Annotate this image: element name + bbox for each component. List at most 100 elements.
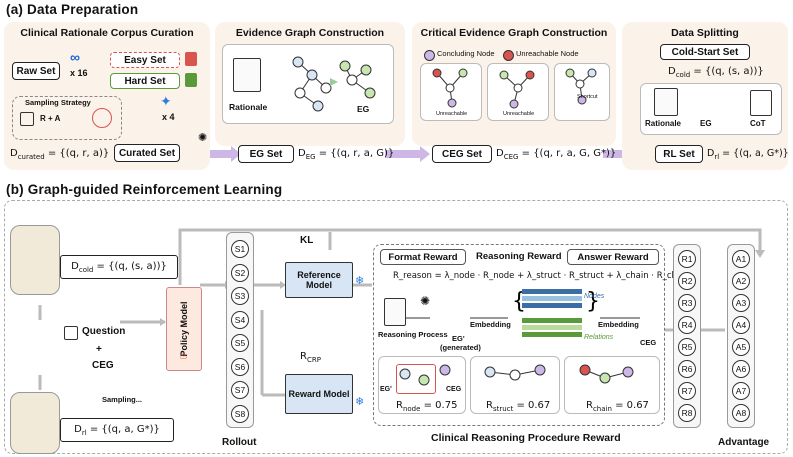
rl-set-box: RL Set [655,145,703,163]
raw-set-box: Raw Set [12,62,60,80]
advantage-item-7: A7 [732,382,750,400]
reward-item-3: R3 [678,294,696,312]
x16-label: x 16 [70,68,88,78]
r-crp-label: RCRP [300,351,321,364]
rollout-item-7: S7 [231,381,249,399]
gpt-icon: ✺ [198,132,208,144]
d-curated-formula: Dcurated = {(q, r, a)} [10,148,110,161]
gpt-icon-2: ✺ [420,294,431,308]
kl-label: KL [300,235,314,246]
llama-doctor-icon-2 [10,392,60,454]
rollout-item-1: S1 [231,240,249,258]
overlap-box-icon [396,364,436,394]
advantage-item-3: A3 [732,294,750,312]
eg-set-box: EG Set [238,145,294,163]
relations-label: Relations [584,334,614,341]
section-a-title: (a) Data Preparation [6,2,139,17]
x4-label: x 4 [162,112,175,122]
concluding-node-icon [424,50,435,61]
rl-section-frame [4,200,788,454]
reward-item-7: R7 [678,382,696,400]
policy-model-box: Policy Model [166,287,202,371]
nodes-label: Nodes [584,293,605,300]
curated-set-box: Curated Set [114,144,180,162]
crp-title: Clinical Reasoning Procedure Reward [431,432,621,444]
question-card-icon [20,112,34,126]
panel-corpus-curation-title: Clinical Rationale Corpus Curation [20,27,194,39]
rollout-item-2: S2 [231,263,249,282]
question-label: Question [82,326,126,337]
sampling-label: Sampling... [102,395,143,404]
struct-reward-panel [470,356,560,414]
snowflake-icon-2: ❄ [355,396,365,408]
d-ceg-formula: DCEG = {(q, r, a, G, G*)} [496,148,617,161]
unreachable-node-icon [503,50,514,61]
ceg-case-3 [554,63,610,121]
panel-data-splitting-title: Data Splitting [671,27,739,39]
easy-set-box: Easy Set [110,52,180,68]
unreachable-node-label: Unreachable Node [516,49,579,58]
rollout-item-5: S5 [231,334,249,352]
reward-item-8: R8 [678,404,696,422]
embedding-right-label: Embedding [598,320,639,329]
reference-model-box: Reference Model [285,262,353,298]
eg-prime-label: EG' [380,386,392,393]
reasoning-reward-label: Reasoning Reward [476,251,562,262]
advantage-item-2: A2 [732,272,750,290]
ceg-label-2: CEG [446,386,462,393]
ceg-crp-label: CEG [640,338,657,347]
panel-critical-evidence-graph-title: Critical Evidence Graph Construction [420,27,608,39]
d-rl-box: Drl = {(q, a, G*)} [60,418,174,442]
advantage-item-6: A6 [732,360,750,378]
rationale-doc-icon-2 [654,88,678,116]
llama-doctor-icon [10,225,60,295]
ceg-case-2 [487,63,549,121]
rationale-doc-icon [233,58,261,92]
section-b-title: (b) Graph-guided Reinforcement Learning [6,182,283,197]
split-eg-label: EG [700,119,712,128]
rollout-item-8: S8 [231,404,249,423]
sampling-strategy-label: Sampling Strategy [25,98,91,107]
ceg-case-1-label: Unreachable [436,111,468,117]
rationale-label: Rationale [229,102,268,112]
rollout-item-4: S4 [231,310,249,329]
r-struct-value: Rstruct = 0.67 [486,400,551,413]
generated-label: (generated) [440,343,481,352]
plus-label: + [96,344,102,355]
eg-label: EG [357,104,370,114]
snowflake-icon: ❄ [355,275,365,287]
sparkle-icon: ✦ [160,93,172,109]
split-cot-label: CoT [750,119,766,128]
reward-model-box: Reward Model [285,374,353,414]
advantage-item-8: A8 [732,404,750,422]
concluding-node-label: Concluding Node [437,49,495,58]
reasoning-process-label: Reasoning Process [378,330,448,339]
reasoning-process-doc-icon [384,298,406,326]
r-node-value: Rnode = 0.75 [396,400,458,413]
reward-item-2: R2 [678,272,696,290]
d-rl-formula: Drl = {(q, a, G*)} [707,148,789,161]
question-icon [64,326,78,340]
crp-frame [373,244,665,426]
ceg-set-box: CEG Set [432,145,492,163]
advantage-item-4: A4 [732,316,750,334]
chain-reward-panel [564,356,660,414]
fire-icon: ♨ [179,351,188,362]
advantage-label: Advantage [718,437,770,448]
advantage-item-5: A5 [732,338,750,356]
split-rationale-label: Rationale [645,119,682,128]
reason-formula: R_reason = λ_node · R_node + λ_struct · … [393,271,690,281]
advantage-item-1: A1 [732,250,750,268]
rollout-label: Rollout [222,437,257,448]
eg-generated-label: EG' [452,334,465,343]
ceg-case-3-label: Shortcut [577,94,598,100]
cold-start-set-box: Cold-Start Set [660,44,750,60]
reward-item-5: R5 [678,338,696,356]
rollout-item-3: S3 [231,287,249,305]
format-reward-tab: Format Reward [380,249,466,265]
cot-doc-icon [750,90,772,116]
reward-item-1: R1 [678,250,696,268]
